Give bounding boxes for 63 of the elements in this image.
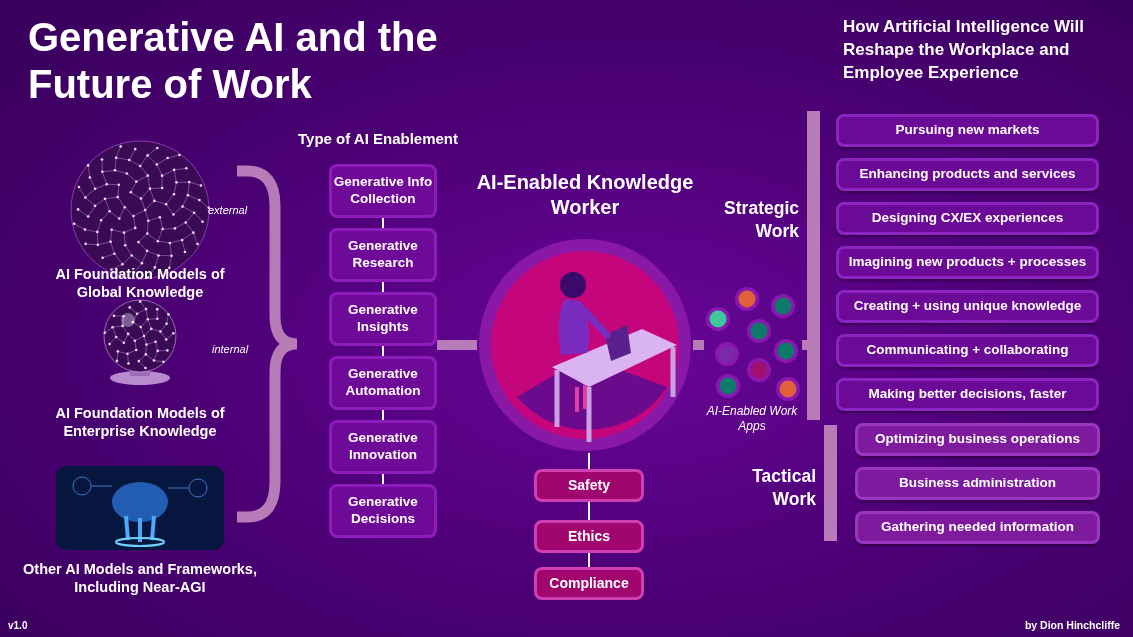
enablement-box bbox=[329, 164, 437, 218]
connector-line bbox=[382, 345, 384, 357]
enablement-box bbox=[329, 420, 437, 474]
connector-line bbox=[588, 501, 590, 521]
box-label: Generative Research bbox=[347, 238, 419, 272]
title: Generative AI and the Future of Work bbox=[28, 14, 439, 109]
work-item-box bbox=[836, 158, 1099, 191]
work-item-box bbox=[855, 423, 1100, 456]
connector-bar bbox=[693, 340, 704, 350]
connector-line bbox=[382, 217, 384, 229]
enablement-box bbox=[329, 292, 437, 346]
box-label: Generative Insights bbox=[347, 302, 419, 336]
section-heading: Strategic Work bbox=[723, 197, 799, 243]
box-label: Generative Decisions bbox=[347, 494, 419, 528]
connector-bar bbox=[437, 340, 477, 350]
work-item-box bbox=[836, 246, 1099, 279]
principle-box bbox=[534, 567, 644, 600]
box-label: Pursuing new markets bbox=[895, 122, 1040, 139]
caption-text: AI-Enabled Work Apps bbox=[706, 404, 798, 434]
version-label: v1.0 bbox=[8, 619, 29, 633]
connector-bar bbox=[802, 340, 807, 350]
connector-line bbox=[382, 409, 384, 421]
subtitle: How Artificial Intelligence Will Reshape the Workplace and Employee Experience bbox=[843, 16, 1086, 84]
box-label: Gathering needed information bbox=[881, 519, 1074, 536]
section-heading: Tactical Work bbox=[751, 465, 816, 511]
work-item-box bbox=[855, 467, 1100, 500]
work-item-box bbox=[836, 334, 1099, 367]
work-item-box bbox=[836, 378, 1099, 411]
box-label: Generative Innovation bbox=[347, 430, 419, 464]
box-label: Creating + using unique knowledge bbox=[853, 298, 1082, 315]
box-label: Ethics bbox=[568, 527, 610, 546]
caption-text: AI Foundation Models of Global Knowledge bbox=[54, 265, 226, 302]
credit-text: by Dion Hinchcliffe bbox=[1023, 618, 1120, 633]
principle-box bbox=[534, 520, 644, 553]
box-label: Imagining new products + processes bbox=[848, 254, 1087, 271]
box-label: Enhancing products and services bbox=[859, 166, 1076, 183]
work-item-box bbox=[836, 114, 1099, 147]
box-label: Communicating + collaborating bbox=[866, 342, 1069, 359]
connector-line bbox=[588, 552, 590, 568]
side-note: internal bbox=[212, 343, 249, 355]
box-label: Making better decisions, faster bbox=[868, 386, 1067, 403]
node-heading: AI-Enabled Knowledge Worker bbox=[475, 170, 695, 220]
work-item-box bbox=[855, 511, 1100, 544]
box-label: Generative Info Collection bbox=[332, 174, 434, 208]
connector-line bbox=[382, 281, 384, 293]
side-note: external bbox=[208, 204, 248, 216]
enablement-box bbox=[329, 356, 437, 410]
box-label: Safety bbox=[568, 476, 610, 495]
connector-line bbox=[382, 473, 384, 485]
caption-text: AI Foundation Models of Enterprise Knowledge bbox=[54, 404, 226, 441]
caption-text: Other AI Models and Frameworks, Including Near-AGI bbox=[22, 560, 258, 597]
principle-box bbox=[534, 469, 644, 502]
connector-line bbox=[588, 452, 590, 470]
box-label: Designing CX/EX experiences bbox=[871, 210, 1064, 227]
box-label: Generative Automation bbox=[344, 366, 422, 400]
enablement-box bbox=[329, 228, 437, 282]
enablement-box bbox=[329, 484, 437, 538]
section-heading: Type of AI Enablement bbox=[298, 129, 460, 149]
box-label: Business administration bbox=[899, 475, 1056, 492]
work-item-box bbox=[836, 290, 1099, 323]
box-label: Compliance bbox=[549, 574, 629, 593]
work-item-box bbox=[836, 202, 1099, 235]
box-label: Optimizing business operations bbox=[875, 431, 1080, 448]
